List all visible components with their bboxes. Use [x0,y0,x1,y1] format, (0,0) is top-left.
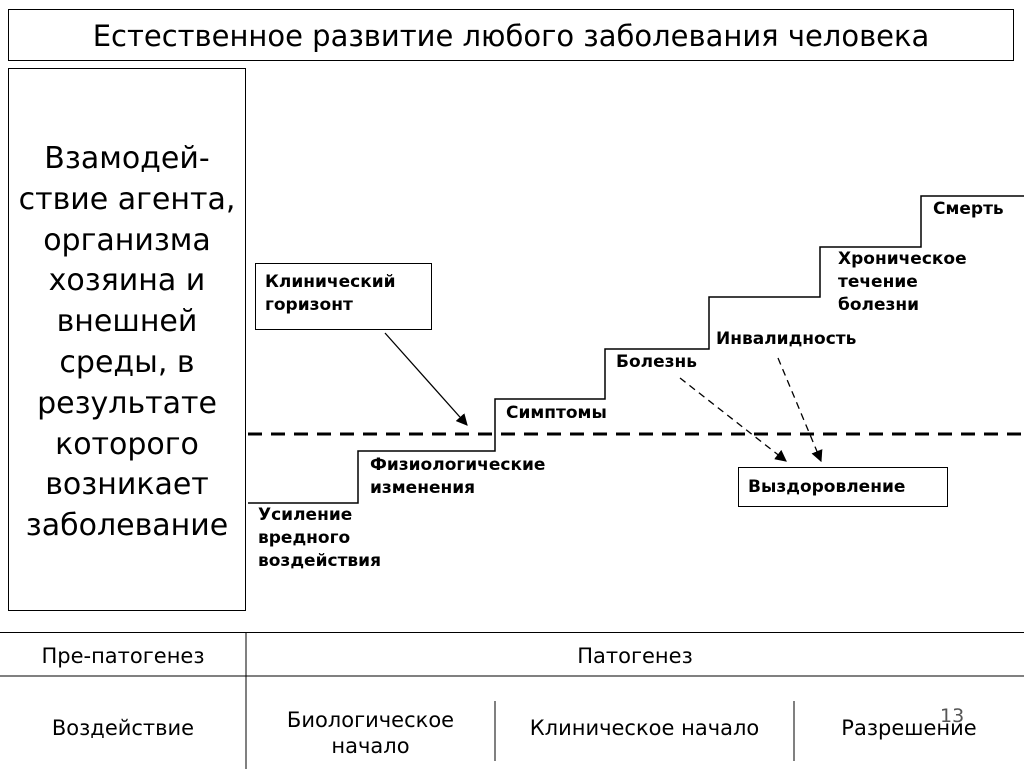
slide-title: Естественное развитие любого заболевания… [92,19,930,53]
prepathogenesis-header: Пре-патогенез [41,644,205,668]
stage-exposure-label: Усиление вредного воздействия [258,505,382,571]
staircase-diagram [248,195,1024,504]
clinical-horizon-arrow [384,332,468,426]
biological-onset-cell: Биологическое начало [286,708,455,758]
phase-table: Пре-патогенез Патогенез Воздействие Биол… [0,632,1024,769]
left-panel: Взамодей-ствие агента, организма хозяина… [8,68,246,611]
impact-cell: Воздействие [51,716,195,740]
disease-to-recovery-arrow [679,377,787,462]
clinical-horizon-box: Клинический горизонт [255,263,432,330]
recovery-box: Выздоровление [738,467,948,507]
recovery-label: Выздоровление [748,477,906,497]
stage-death-label: Смерть [933,199,1004,219]
disease-staircase [248,195,1024,504]
disability-to-recovery-arrow [777,357,823,463]
clinical-horizon-label: Клинический горизонт [265,272,396,315]
resolution-cell: Разрешение [841,716,977,740]
stage-physiological-label: Физиологические изменения [370,455,546,498]
stage-symptoms-label: Симптомы [506,403,607,423]
phase-table-lines [0,633,1024,769]
title-box: Естественное развитие любого заболевания… [8,9,1014,61]
left-panel-text: Взамодей-ствие агента, организма хозяина… [18,141,236,544]
page-number: 13 [940,705,965,727]
clinical-onset-cell: Клиническое начало [529,716,760,740]
stage-chronic-label: Хроническое течение болезни [838,249,967,315]
stage-disability-label: Инвалидность [716,329,857,349]
stage-disease-label: Болезнь [616,352,697,372]
pathogenesis-header: Патогенез [577,644,693,668]
